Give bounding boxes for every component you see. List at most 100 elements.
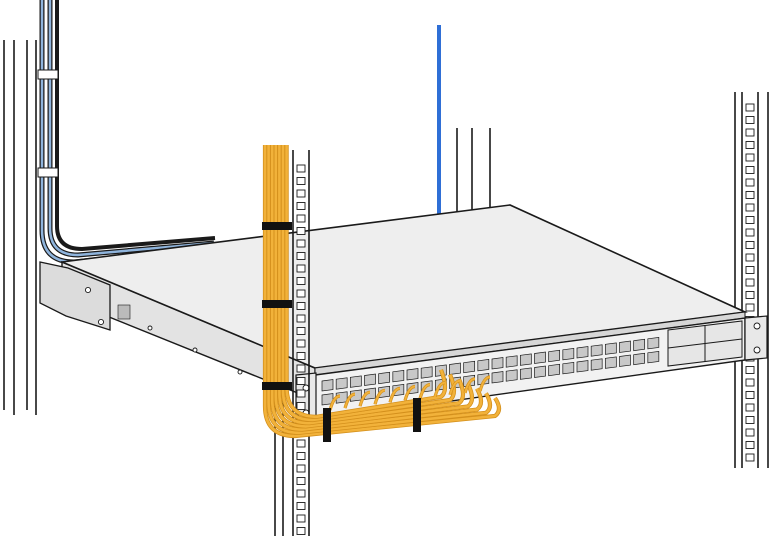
square-hole-icon [745, 216, 755, 224]
square-hole-icon [296, 402, 306, 410]
chassis-screw-icon [192, 347, 198, 353]
rack-screw-icon [753, 346, 761, 354]
network-port [619, 340, 631, 353]
network-port [378, 371, 391, 385]
network-port [590, 344, 603, 357]
network-port [562, 348, 575, 361]
network-port [449, 362, 461, 375]
network-port [364, 373, 376, 386]
cable-tie-icon [262, 382, 292, 390]
network-port [335, 377, 348, 390]
patch-loop-core [479, 376, 491, 392]
square-hole-icon [296, 502, 306, 510]
network-port [505, 369, 518, 382]
right-front-rack-rail [734, 92, 769, 468]
square-hole-icon [745, 266, 755, 274]
square-hole-icon [296, 264, 306, 273]
square-hole-icon [296, 327, 306, 335]
patch-loop-core [374, 389, 386, 405]
network-port [534, 365, 546, 378]
square-hole-icon [296, 527, 306, 535]
square-hole-icon [296, 364, 306, 373]
square-hole-icon [745, 128, 755, 137]
uplink-port-module [667, 320, 743, 367]
square-hole-icon [296, 314, 306, 323]
patch-loop-core [434, 381, 446, 397]
network-port [647, 351, 660, 364]
horizontal-bundle-ties [323, 398, 421, 442]
fiber-cable-core [263, 145, 501, 438]
square-hole-icon [296, 452, 306, 460]
square-hole-icon [296, 352, 306, 360]
patch-loop-core [329, 395, 341, 411]
left-front-rack-rail [274, 150, 310, 536]
patch-loop-core [404, 385, 416, 401]
square-hole-icon [296, 277, 306, 285]
cable-tie-icon [262, 222, 292, 230]
square-hole-icon [296, 177, 306, 185]
square-hole-icon [745, 116, 755, 124]
network-port [604, 342, 617, 355]
rack-screw-icon [753, 322, 761, 330]
cable-tie-icon [37, 167, 59, 178]
square-hole-icon [296, 202, 306, 210]
network-port [406, 368, 419, 381]
rack-screw-icon [97, 318, 105, 326]
square-hole-icon [296, 239, 306, 248]
network-port [548, 363, 561, 377]
square-hole-icon [296, 489, 306, 498]
square-hole-icon [296, 514, 306, 523]
fiber-cable-bundle [262, 145, 502, 439]
chassis-screw-icon [237, 369, 243, 375]
network-port [534, 351, 546, 364]
square-hole-icon [745, 366, 755, 374]
cable-tie-icon [37, 69, 59, 80]
network-port [590, 358, 603, 371]
square-hole-icon [745, 166, 755, 174]
square-hole-icon [745, 141, 755, 149]
square-hole-icon [296, 389, 306, 398]
square-hole-icon [745, 178, 755, 187]
square-hole-icon [745, 441, 755, 449]
square-hole-icon [296, 164, 306, 173]
square-hole-icon [296, 252, 306, 260]
network-port [576, 346, 589, 359]
rack-screw-icon [84, 286, 92, 294]
network-port [604, 356, 617, 369]
network-port [519, 367, 532, 380]
network-port [321, 379, 334, 392]
square-hole-icon [745, 278, 755, 287]
chassis-screw-icon [147, 325, 153, 331]
square-hole-icon [296, 189, 306, 198]
patch-loop-core [419, 383, 431, 399]
network-port [392, 370, 405, 383]
network-port [562, 362, 575, 375]
square-hole-icon [296, 464, 306, 473]
square-hole-icon [745, 291, 755, 299]
switch-chassis [39, 204, 768, 426]
network-port [491, 357, 504, 370]
cable-tie-icon [413, 398, 421, 432]
square-hole-icon [296, 214, 306, 223]
network-port [505, 355, 518, 368]
cable-tie-icon [323, 408, 331, 442]
square-hole-icon [745, 253, 755, 262]
network-port [647, 337, 660, 350]
square-hole-icon [745, 103, 755, 112]
square-hole-icon [745, 153, 755, 162]
left-rear-rack-posts [3, 40, 37, 415]
center-rear-rack-posts [456, 128, 491, 216]
patch-loop-core [389, 387, 401, 403]
front-right-mounting-ear [744, 315, 768, 361]
square-hole-icon [296, 289, 306, 298]
square-hole-icon [296, 377, 306, 385]
network-port [633, 338, 646, 352]
network-port [576, 360, 589, 373]
square-hole-icon [745, 416, 755, 424]
patch-loop-core [449, 379, 461, 396]
square-hole-icon [296, 339, 306, 348]
network-port [463, 360, 476, 374]
fiber-cable-core [274, 145, 474, 428]
network-port [477, 373, 490, 386]
